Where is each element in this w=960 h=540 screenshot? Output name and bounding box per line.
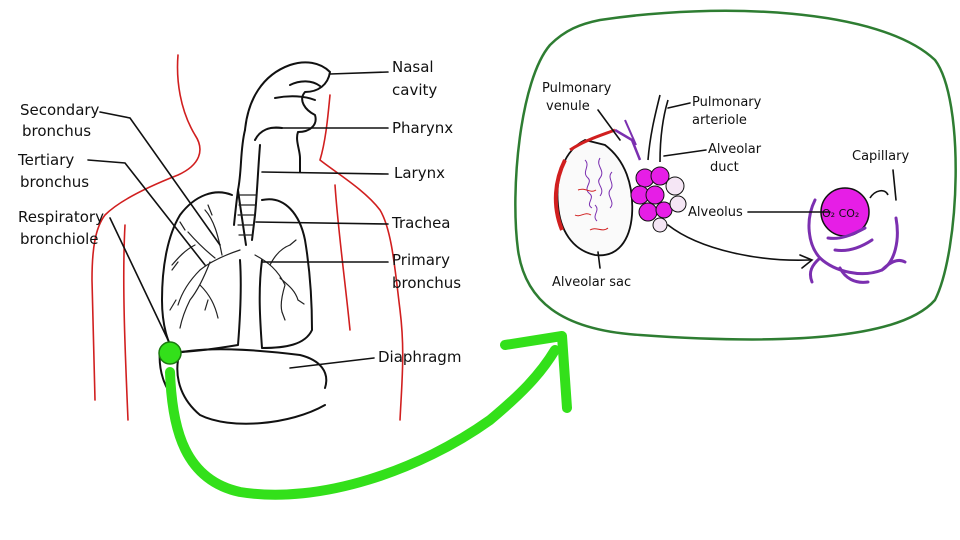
label-trachea: Trachea [391,214,451,232]
label-primary-bronchus-1: Primary [392,251,450,269]
zoom-source-marker [158,341,182,365]
zoom-arrow [165,331,572,500]
label-alveolus: Alveolus [688,205,743,220]
right-labels: Nasal cavity Pharynx Larynx Trachea Prim… [378,58,461,366]
alveoli-cluster [630,166,687,233]
label-secondary-bronchus-2: bronchus [22,122,91,140]
label-secondary-bronchus-1: Secondary [20,101,100,119]
label-respiratory-bronchiole-1: Respiratory [18,208,104,226]
label-nasal-cavity-2: cavity [392,81,437,99]
label-nasal-cavity-1: Nasal [392,58,434,76]
diaphragm-shape [158,348,328,425]
label-pharynx: Pharynx [392,119,453,137]
capillary-closeup [807,187,907,284]
label-primary-bronchus-2: bronchus [392,274,461,292]
label-alveolar-sac: Alveolar sac [552,275,631,290]
inset-leaders [597,102,897,269]
right-leaders [255,71,389,369]
body-outline [91,54,404,421]
label-pulmonary-arteriole-1: Pulmonary [692,95,762,110]
lungs [161,191,313,353]
label-alveolar-duct-1: Alveolar [708,142,762,157]
head-airway [233,61,331,246]
label-gas-exchange: O₂ CO₂ [822,207,859,220]
left-labels: Secondary bronchus Tertiary bronchus Res… [17,101,104,248]
label-respiratory-bronchiole-2: bronchiole [20,230,99,248]
label-diaphragm: Diaphragm [378,348,461,366]
pulmonary-vessels [614,94,669,163]
label-tertiary-bronchus-2: bronchus [20,173,89,191]
label-tertiary-bronchus-1: Tertiary [17,151,74,169]
alveolar-sac [553,128,634,257]
label-capillary: Capillary [852,149,909,164]
label-alveolar-duct-2: duct [710,160,739,175]
left-leaders [87,111,221,341]
label-pulmonary-venule-1: Pulmonary [542,81,612,96]
inset-labels: Pulmonary venule Pulmonary arteriole Alv… [542,81,909,290]
zoom-inset-border [514,9,957,341]
label-larynx: Larynx [394,164,445,182]
label-pulmonary-venule-2: venule [546,99,590,114]
label-pulmonary-arteriole-2: arteriole [692,113,747,128]
